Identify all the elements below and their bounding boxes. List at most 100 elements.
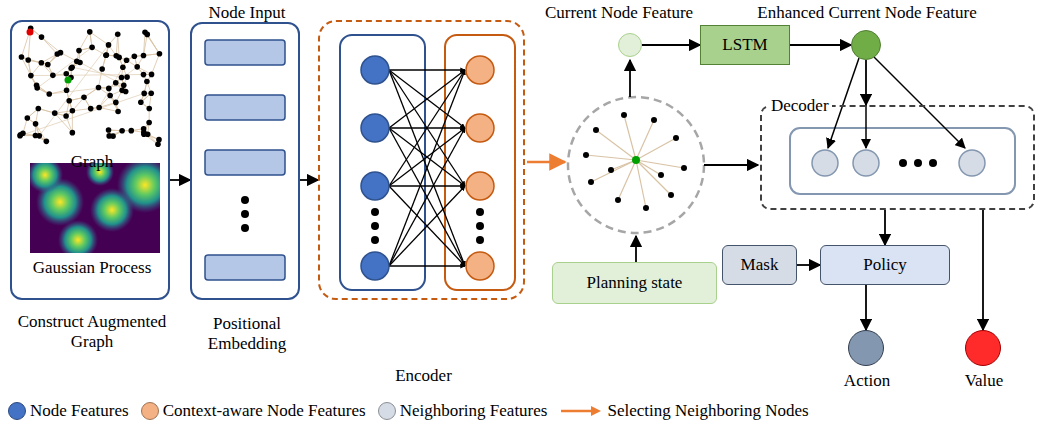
drawn-circle: [466, 252, 494, 280]
node-label: Value: [934, 371, 1034, 391]
drawn-circle: [25, 115, 31, 121]
encoder-box: Encoder: [318, 20, 525, 300]
drawn-line: [36, 124, 47, 141]
drawn-circle: [138, 100, 144, 106]
node-label: Gaussian Process: [12, 258, 172, 278]
attention-lines: [389, 70, 465, 266]
drawn-circle: [681, 165, 687, 171]
drawn-circle: [66, 98, 72, 104]
drawn-circle: [241, 224, 249, 232]
drawn-circle: [28, 73, 34, 79]
drawn-circle: [88, 106, 94, 112]
drawn-circle: [134, 64, 140, 70]
drawn-circle: [115, 32, 121, 38]
drawn-circle: [466, 172, 494, 200]
drawn-circle: [371, 236, 379, 244]
node-text: Planning state: [587, 273, 683, 293]
drawn-circle: [959, 150, 985, 176]
connector-arrow: [797, 264, 820, 266]
attention-arrow: [865, 105, 867, 148]
connector-arrow: [982, 210, 984, 330]
drawn-line: [99, 67, 123, 107]
context-feature-box: [445, 35, 515, 290]
drawn-circle: [466, 56, 494, 84]
drawn-line: [389, 128, 465, 266]
drawn-circle: [148, 90, 154, 96]
drawn-circle: [104, 52, 110, 58]
drawn-circle: [107, 93, 113, 99]
drawn-circle: [120, 64, 126, 70]
node-text: LSTM: [722, 35, 767, 55]
ellipsis-dots: [899, 159, 937, 167]
ellipsis-dots: [241, 196, 249, 232]
drawn-circle: [146, 120, 152, 126]
drawn-circle: [155, 142, 161, 148]
node-label: Enhanced Current Node Feature: [737, 3, 997, 23]
drawn-circle: [593, 127, 599, 133]
input-panel: GraphGaussian ProcessConstruct Augmented…: [10, 20, 170, 300]
drawn-line: [143, 32, 145, 55]
drawn-circle: [70, 108, 76, 114]
drawn-line: [21, 57, 41, 63]
drawn-line: [116, 34, 117, 56]
neighborhood-circle: [568, 97, 704, 233]
drawn-line: [55, 113, 73, 132]
drawn-circle: [141, 91, 147, 97]
drawn-line: [72, 111, 73, 133]
state-box: Planning state: [552, 262, 717, 304]
legend-item: Neighboring Features: [378, 401, 548, 421]
drawn-rect: [205, 40, 285, 65]
drawn-line: [389, 186, 465, 266]
drawn-circle: [34, 82, 40, 88]
drawn-circle: [914, 159, 922, 167]
drawn-circle: [113, 53, 119, 59]
drawn-line: [21, 57, 30, 76]
drawn-line: [389, 128, 465, 266]
drawn-line: [42, 37, 61, 53]
drawn-circle: [142, 30, 148, 36]
drawn-circle: [103, 52, 109, 58]
drawn-line: [99, 107, 118, 111]
drawn-line: [389, 70, 465, 266]
policy-box: Policy: [820, 245, 950, 285]
drawn-line: [636, 160, 661, 175]
drawn-circle: [124, 57, 130, 63]
drawn-circle: [608, 167, 614, 173]
drawn-circle: [466, 114, 494, 142]
decoder-box: Decoder: [760, 105, 1035, 210]
drawn-circle: [899, 159, 907, 167]
drawn-circle: [64, 87, 70, 93]
drawn-circle: [63, 113, 69, 119]
neighbor-circles: [812, 150, 985, 176]
drawn-circle: [46, 91, 52, 97]
drawn-line: [389, 128, 465, 186]
drawn-line: [42, 37, 58, 54]
drawn-circle: [146, 106, 152, 112]
drawn-circle: [81, 95, 87, 101]
drawn-circle: [121, 82, 127, 88]
output-circle: Value: [965, 330, 1001, 366]
drawn-circle: [106, 86, 112, 92]
drawn-circle: [106, 42, 112, 48]
legend-text: Selecting Neighboring Nodes: [607, 401, 808, 421]
node-label: Positional Embedding: [182, 314, 312, 354]
drawn-circle: [39, 60, 45, 66]
node-label: Current Node Feature: [519, 3, 719, 23]
drawn-circle: [476, 236, 484, 244]
drawn-circle: [141, 131, 147, 137]
node-text: Mask: [741, 255, 779, 275]
selecting-arrow: [527, 161, 565, 164]
drawn-circle: [119, 128, 125, 134]
drawn-line: [37, 47, 92, 88]
drawn-circle: [123, 89, 129, 95]
drawn-circle: [20, 131, 26, 137]
drawn-line: [611, 160, 636, 170]
drawn-line: [389, 185, 465, 186]
connector-arrow: [884, 210, 886, 245]
legend-item: Selecting Neighboring Nodes: [559, 401, 808, 421]
connector-arrow: [865, 285, 867, 330]
drawn-circle: [929, 159, 937, 167]
drawn-line: [98, 69, 102, 88]
drawn-circle: [36, 106, 42, 112]
output-circle: Action: [848, 330, 884, 366]
